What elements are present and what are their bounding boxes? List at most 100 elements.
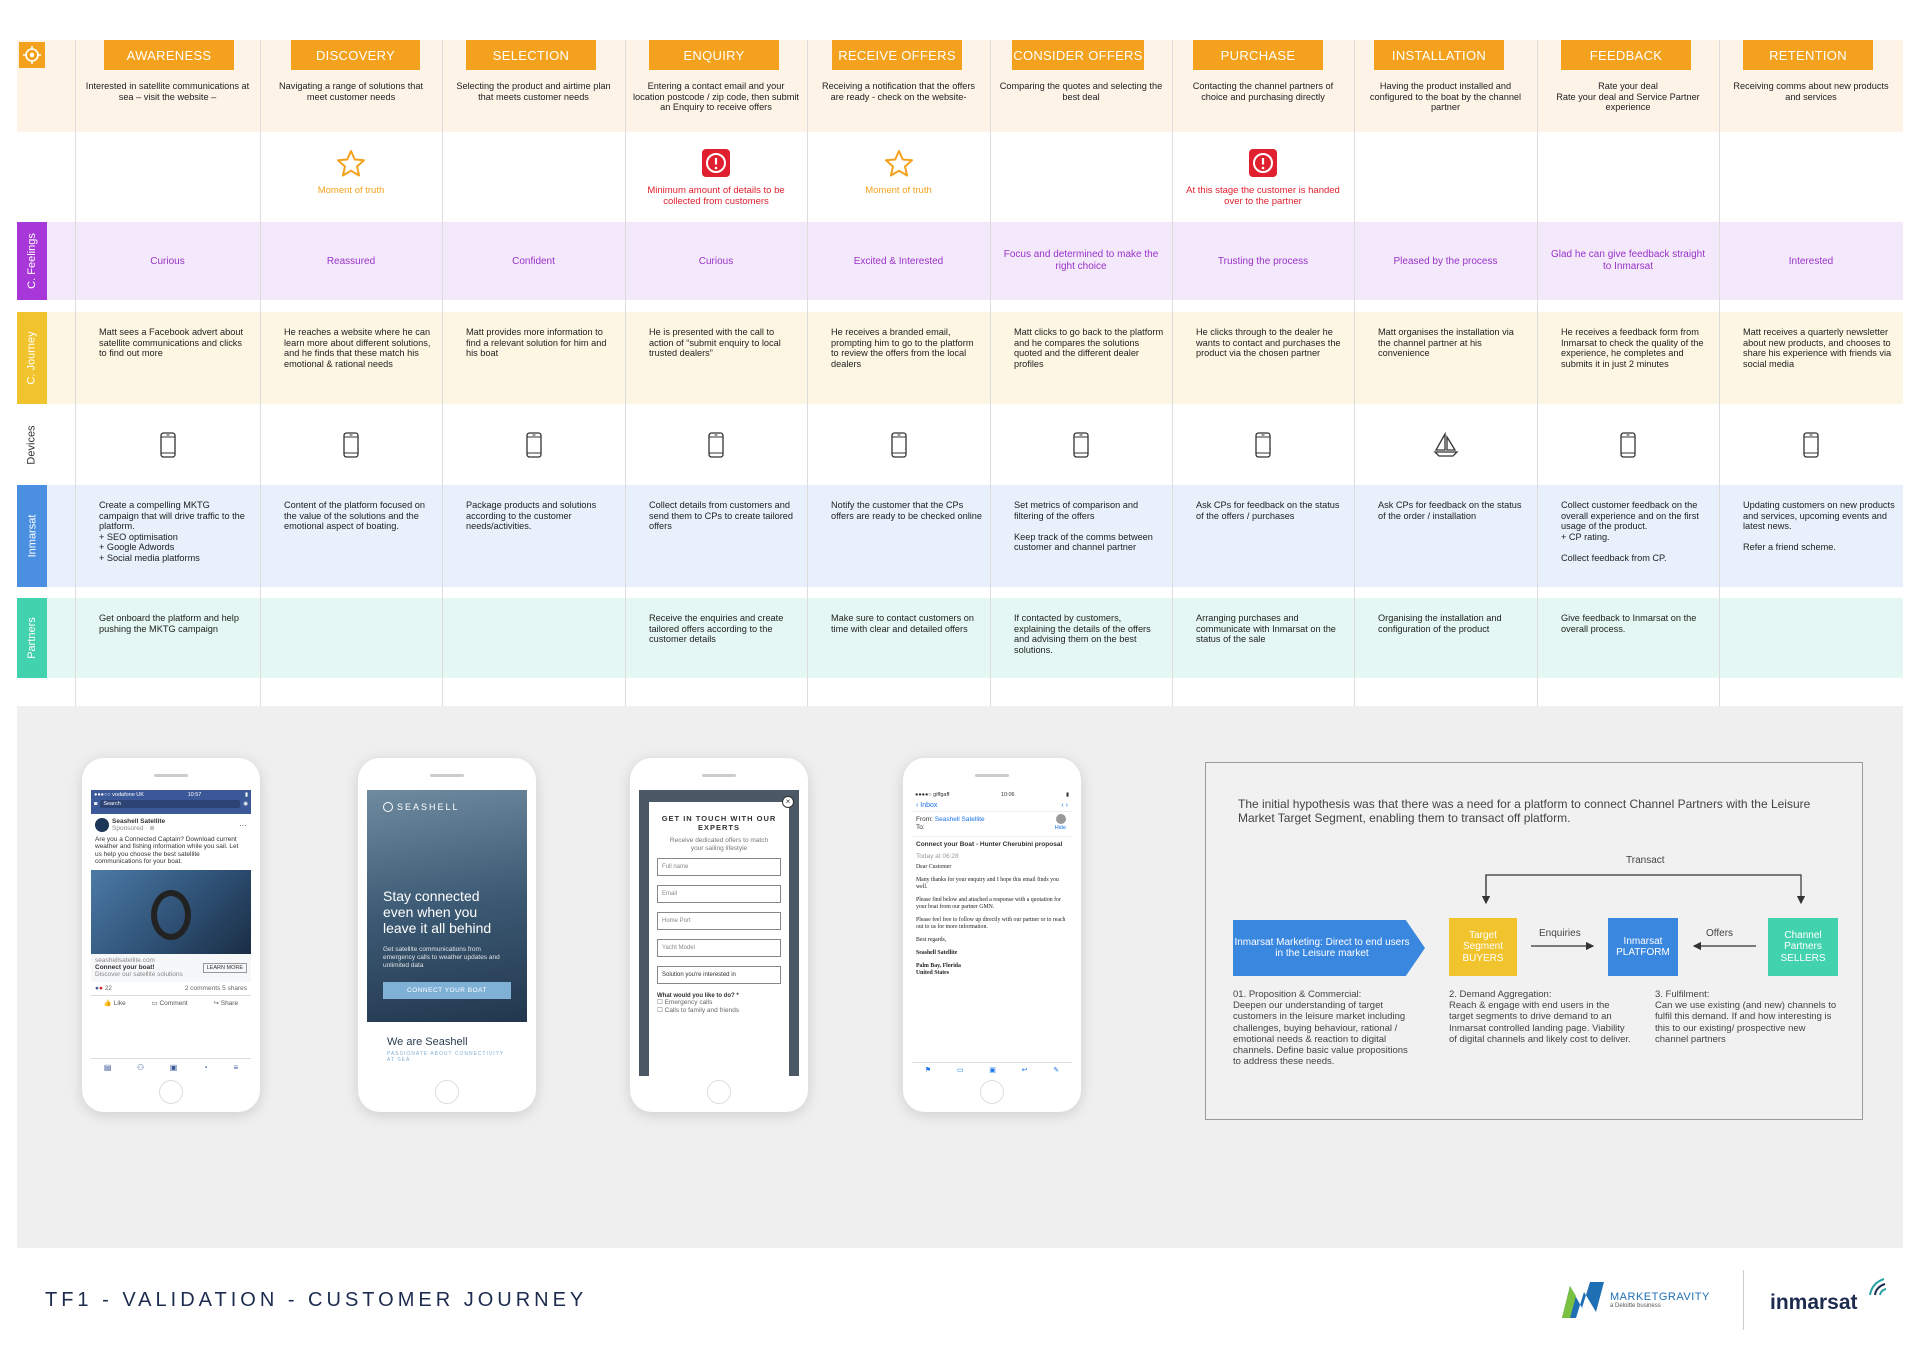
email-date: Today at 06:28 (916, 852, 959, 860)
journey-step: Matt provides more information to find a… (466, 327, 607, 359)
home-button[interactable] (435, 1080, 459, 1104)
form-field[interactable]: Full name (657, 858, 781, 876)
column-divider (1172, 40, 1173, 706)
notifications-icon[interactable]: ◔ (202, 1063, 208, 1072)
form-subtitle: Receive dedicated offers to match your s… (669, 837, 769, 852)
clock: 10:57 (187, 792, 202, 798)
journey-step: Matt sees a Facebook advert about satell… (99, 327, 244, 359)
friends-icon[interactable]: ⚇ (137, 1063, 145, 1072)
form-question: What would you like to do? * (657, 993, 739, 999)
column-divider (75, 40, 76, 706)
column-divider (260, 40, 261, 706)
marketgravity-logo-icon (1562, 1282, 1604, 1318)
column-divider (807, 40, 808, 706)
close-icon[interactable]: × (782, 796, 794, 808)
messenger-icon[interactable]: ◉ (243, 801, 248, 807)
camera-icon[interactable]: ◙ (94, 801, 98, 807)
journey-step: He reaches a website where he can learn … (284, 327, 431, 369)
phone-icon (1786, 428, 1836, 462)
logo-divider (1743, 1270, 1744, 1330)
inmarsat-logo-icon (1869, 1278, 1887, 1296)
stage-header: DISCOVERY (291, 40, 420, 70)
ad-headline: Connect your boat! (95, 964, 155, 971)
archive-icon[interactable]: ▣ (989, 1066, 996, 1074)
journey-step: Matt organises the installation via the … (1378, 327, 1514, 359)
stage-header: AWARENESS (104, 40, 234, 70)
journey-step: He is presented with the call to action … (649, 327, 781, 359)
form-field[interactable]: Email (657, 885, 781, 903)
transact-label: Transact (1626, 855, 1665, 866)
hero-heading: Stay connected even when you leave it al… (383, 888, 492, 936)
stage-header: SELECTION (466, 40, 596, 70)
partner-action: Give feedback to Inmarsat on the overall… (1561, 613, 1697, 634)
hypothesis-panel: The initial hypothesis was that there wa… (1205, 762, 1863, 1120)
column-divider (990, 40, 991, 706)
inmarsat-action: Notify the customer that the CPs offers … (831, 500, 983, 521)
customer-feeling: Trusting the process (1217, 256, 1309, 267)
alert-icon (1233, 147, 1293, 179)
learn-more-button[interactable]: LEARN MORE (202, 962, 247, 973)
stage-header: RECEIVE OFFERS (832, 40, 962, 70)
partners-band (17, 598, 1903, 678)
section-title: We are Seashell (387, 1036, 468, 1048)
inmarsat-logo: inmarsat (1770, 1278, 1887, 1315)
form-field[interactable]: Yacht Model (657, 939, 781, 957)
section-subtitle: PASSIONATE ABOUT CONNECTIVITY AT SEA (387, 1051, 504, 1063)
reply-icon[interactable]: ↩ (1021, 1066, 1028, 1074)
phone-icon (1603, 428, 1653, 462)
phone-enquiry-form: × GET IN TOUCH WITH OUR EXPERTS Receive … (630, 758, 808, 1112)
inmarsat-action: Package products and solutions according… (466, 500, 597, 532)
target-icon (19, 42, 45, 68)
connect-boat-button[interactable]: CONNECT YOUR BOAT (383, 982, 511, 999)
boat-icon (1421, 428, 1471, 462)
menu-icon[interactable]: ≡ (233, 1063, 239, 1072)
compose-icon[interactable]: ✎ (1053, 1066, 1060, 1074)
inmarsat-band (17, 485, 1903, 587)
form-field[interactable]: Solution you're interested in (657, 966, 781, 984)
comment-button[interactable]: ▭ Comment (151, 1000, 188, 1007)
stage-header: ENQUIRY (649, 40, 779, 70)
home-button[interactable] (980, 1080, 1004, 1104)
journey-step: He receives a branded email, prompting h… (831, 327, 974, 369)
demand-description: 2. Demand Aggregation: Reach & engage wi… (1449, 989, 1631, 1045)
back-to-inbox-button[interactable]: ‹ Inbox (916, 802, 938, 809)
home-button[interactable] (159, 1080, 183, 1104)
search-input[interactable]: Search (100, 800, 241, 808)
customer-feeling: Interested (1788, 256, 1834, 267)
sender-name[interactable]: Seashell Satellite (934, 816, 985, 823)
checkbox-emergency[interactable]: ☐ Emergency calls (657, 999, 713, 1006)
feelings-band (17, 222, 1903, 300)
fulfilment-description: 3. Fulfilment: Can we use existing (and … (1655, 989, 1837, 1045)
stage-header: PURCHASE (1193, 40, 1323, 70)
stage-description: Entering a contact email and your locati… (633, 81, 799, 113)
row-label-inmarsat: Inmarsat (17, 485, 47, 587)
folder-icon[interactable]: ▭ (956, 1066, 964, 1074)
news-feed-icon[interactable]: ▤ (103, 1063, 112, 1072)
stage-description: Navigating a range of solutions that mee… (278, 81, 424, 102)
proposition-description: 01. Proposition & Commercial: Deepen our… (1233, 989, 1408, 1068)
home-button[interactable] (707, 1080, 731, 1104)
nav-arrows-icon[interactable]: ‹ › (1061, 802, 1068, 809)
stage-description: Having the product installed and configu… (1369, 81, 1522, 113)
share-button[interactable]: ↪ Share (213, 1000, 239, 1007)
marketplace-icon[interactable]: ▣ (169, 1063, 178, 1072)
phone-icon (691, 428, 741, 462)
hide-link[interactable]: Hide (1054, 825, 1066, 831)
phone-landing-page: SEASHELL Stay connected even when you le… (358, 758, 536, 1112)
clock: 10:06 (1000, 792, 1015, 798)
moment-note: Moment of truth (865, 185, 932, 196)
inmarsat-platform-box: Inmarsat PLATFORM (1608, 918, 1678, 976)
more-icon[interactable]: ··· (239, 820, 247, 830)
form-field[interactable]: Home Port (657, 912, 781, 930)
ad-image[interactable] (91, 869, 251, 954)
page-name[interactable]: Seashell Satellite (112, 818, 166, 825)
sender-avatar (1056, 814, 1066, 824)
like-button[interactable]: 👍 Like (103, 1000, 126, 1007)
checkbox-family[interactable]: ☐ Calls to family and friends (657, 1006, 740, 1014)
customer-feeling: Curious (698, 256, 734, 267)
flag-icon[interactable]: ⚑ (924, 1066, 932, 1074)
moment-note: Moment of truth (317, 185, 385, 196)
journey-step: Matt receives a quarterly newsletter abo… (1743, 327, 1892, 369)
sponsored-label: Sponsored · ⊕ (112, 825, 155, 832)
